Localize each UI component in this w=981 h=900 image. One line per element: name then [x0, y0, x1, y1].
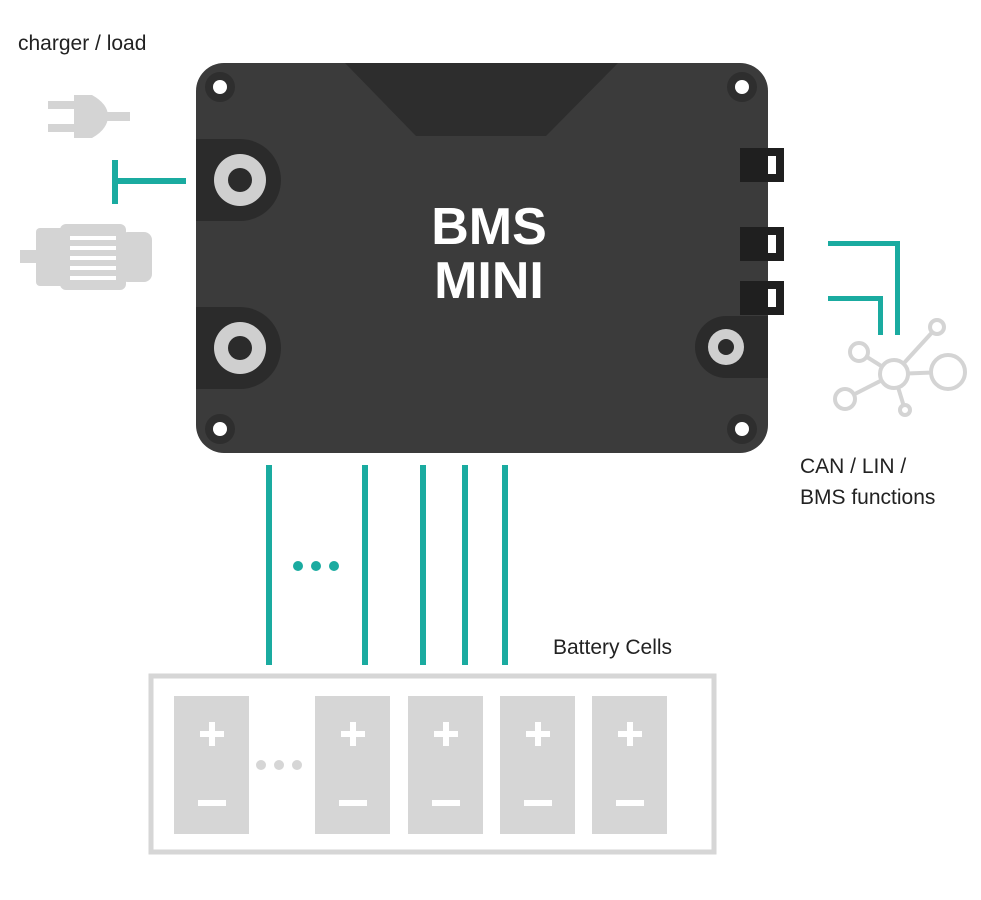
aux-terminal: [695, 316, 768, 378]
cell-wires: [266, 465, 508, 665]
motor-icon: [20, 224, 152, 290]
power-terminal-bottom: [196, 307, 281, 389]
wire-ellipsis: [293, 561, 339, 571]
comm-lines: [828, 241, 900, 335]
can-lin-label-line1: CAN / LIN /: [800, 455, 907, 478]
mounting-hole: [205, 72, 235, 102]
cell-wire: [420, 465, 426, 665]
network-icon: [833, 318, 967, 417]
cell-ellipsis: [256, 760, 302, 770]
battery-cell: [408, 696, 483, 834]
charger-load-label: charger / load: [18, 32, 147, 55]
cell-wire: [362, 465, 368, 665]
cell-wire: [462, 465, 468, 665]
battery-cell: [315, 696, 390, 834]
load-connector-line: [112, 160, 186, 204]
mounting-hole: [205, 414, 235, 444]
battery-cell: [500, 696, 575, 834]
battery-cell: [174, 696, 249, 834]
battery-pack: [148, 673, 717, 855]
plug-icon: [48, 95, 130, 138]
mounting-hole: [727, 72, 757, 102]
power-terminal-top: [196, 139, 281, 221]
cell-wire: [266, 465, 272, 665]
comm-connector: [740, 148, 784, 182]
device-title-line2: MINI: [434, 252, 544, 310]
device-title-line1: BMS: [431, 198, 547, 256]
can-lin-label-line2: BMS functions: [800, 486, 936, 509]
cell-wire: [502, 465, 508, 665]
mounting-hole: [727, 414, 757, 444]
comm-connector: [740, 227, 784, 261]
bms-device: BMS MINI: [196, 63, 784, 453]
comm-connector: [740, 281, 784, 315]
battery-cell: [592, 696, 667, 834]
battery-cells-label: Battery Cells: [553, 636, 673, 659]
